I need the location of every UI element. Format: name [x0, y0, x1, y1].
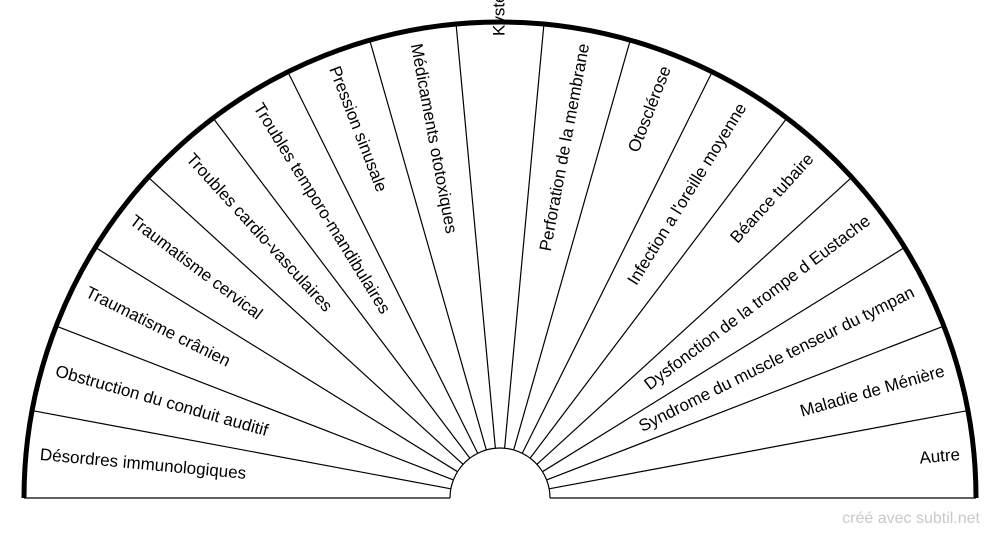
sector-divider	[212, 117, 471, 459]
outer-arc	[21, 19, 979, 499]
sector-divider	[549, 409, 969, 490]
sector-divider	[287, 71, 479, 454]
sector-dividers	[31, 23, 969, 490]
sector-label: Obstruction du conduit auditif	[53, 361, 270, 440]
sector-divider	[94, 246, 458, 473]
sector-divider	[455, 23, 496, 449]
sector-label: Autre	[919, 445, 961, 468]
sector-label: Troubles temporo-mandibulaires	[250, 100, 395, 318]
sector-label: Médicaments ototoxiques	[407, 42, 461, 235]
sector-label: Pression sinusale	[325, 63, 391, 194]
sector-label: Maladie de Ménière	[798, 361, 947, 420]
sector-divider	[536, 176, 853, 465]
sector-divider	[529, 117, 788, 459]
credit-text: créé avec subtil.net	[842, 510, 980, 527]
sector-divider	[55, 325, 454, 481]
sector-label: Traumatisme crânien	[83, 283, 234, 371]
sector-label: Perforation de la membrane	[536, 42, 593, 253]
sector-divider	[513, 40, 631, 451]
sector-divider	[147, 176, 464, 465]
sector-divider	[546, 325, 945, 481]
sector-divider	[31, 409, 451, 490]
sector-label: Kyste conduit auditif	[489, 0, 508, 36]
inner-arc	[449, 447, 551, 499]
sector-label: Béance tubaire	[726, 149, 817, 246]
sector-divider	[521, 71, 713, 454]
sector-labels: Désordres immunologiques Obstruction du c…	[39, 0, 961, 483]
sector-divider	[542, 246, 906, 473]
sector-label: Désordres immunologiques	[39, 445, 247, 483]
sector-divider	[369, 40, 487, 451]
sector-label: Otosclérose	[624, 63, 674, 154]
sector-divider	[504, 23, 545, 449]
